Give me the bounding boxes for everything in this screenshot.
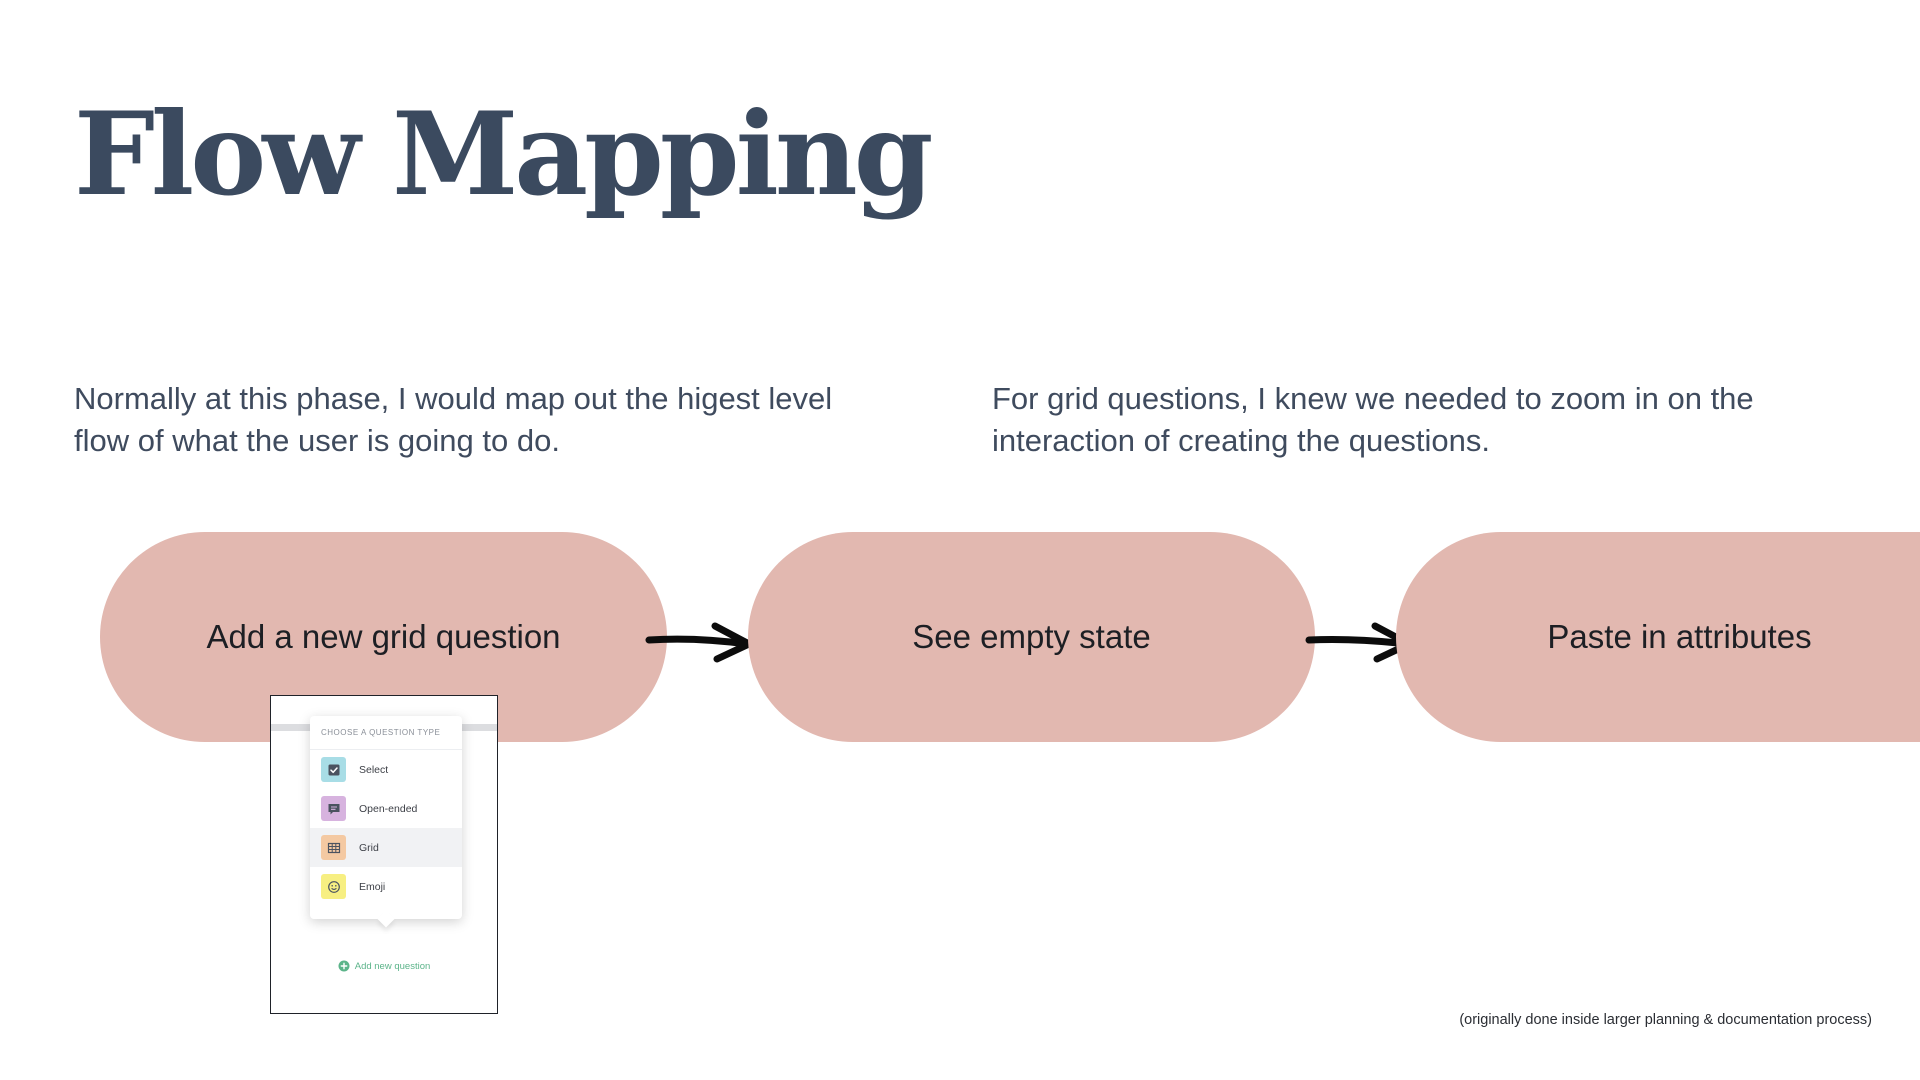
footnote: (originally done inside larger planning … [1459,1012,1872,1028]
question-type-label: Select [359,763,389,776]
add-new-question-button[interactable]: Add new question [271,960,497,972]
page-title: Flow Mapping [74,87,933,221]
flow-arrow-icon [645,622,753,663]
flow-step-paste-attributes: Paste in attributes [1396,532,1920,742]
chat-bubble-icon [321,796,346,821]
question-type-open-ended[interactable]: Open-ended [310,789,462,828]
add-new-question-label: Add new question [354,960,431,972]
question-type-label: Open-ended [359,802,418,815]
question-type-label: Grid [359,841,379,854]
popover-caret [377,910,395,928]
intro-text-left: Normally at this phase, I would map out … [74,381,833,458]
question-type-grid[interactable]: Grid [310,828,462,867]
grid-icon [321,835,346,860]
question-type-popover: CHOOSE A QUESTION TYPE Select Open-ended… [310,716,462,928]
flow-step-label: Paste in attributes [1547,618,1812,655]
flow-step-see-empty-state: See empty state [748,532,1315,742]
question-type-screenshot: CHOOSE A QUESTION TYPE Select Open-ended… [270,695,498,1014]
question-type-label: Emoji [359,880,386,893]
plus-circle-icon [338,960,350,972]
intro-text-right: For grid questions, I knew we needed to … [992,381,1754,458]
question-type-emoji[interactable]: Emoji [310,867,462,906]
checkbox-icon [321,757,346,782]
flow-step-label: Add a new grid question [206,618,561,655]
flow-step-label: See empty state [912,618,1151,655]
question-type-select[interactable]: Select [310,750,462,789]
smiley-icon [321,874,346,899]
popover-header: CHOOSE A QUESTION TYPE [310,716,462,750]
